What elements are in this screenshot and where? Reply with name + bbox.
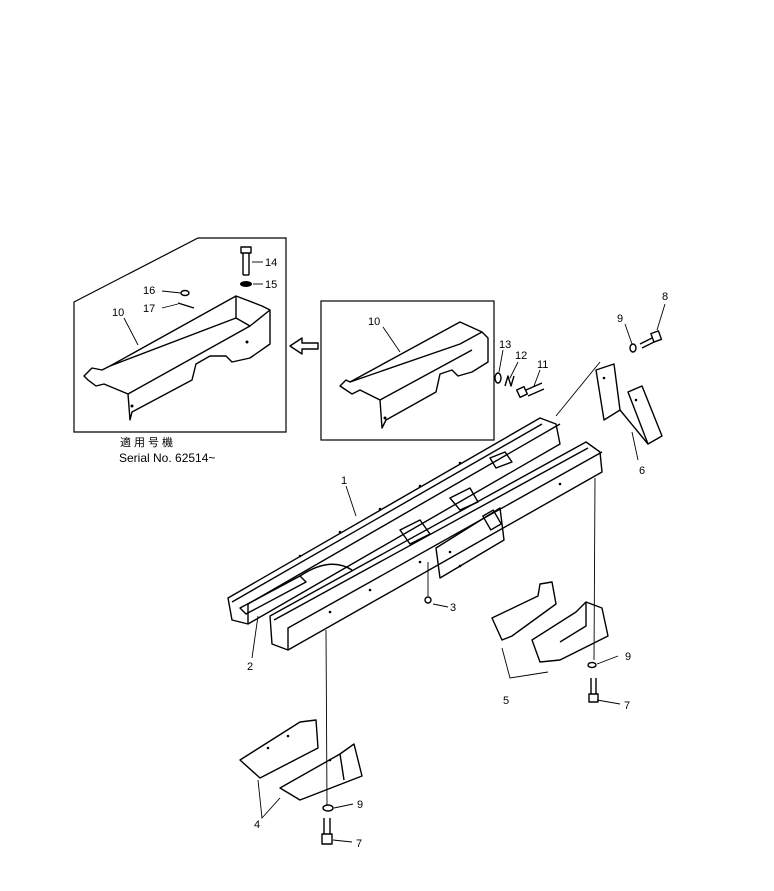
callout-12: 12 [515,350,527,362]
guard-4 [239,719,363,801]
guard-5 [491,581,609,663]
callout-11: 11 [537,359,548,371]
callout-2: 2 [247,661,253,673]
callout-3: 3 [450,602,456,614]
callout-8: 8 [662,291,668,303]
applicability-heading: 適用号機 [120,437,176,449]
callout-7-bottom: 7 [356,838,362,850]
arrow-left-icon [289,337,319,355]
callout-1: 1 [341,475,347,487]
nut-3 [424,596,432,604]
callout-13: 13 [499,339,511,351]
bracket-6 [595,363,663,445]
washer-9-right [587,661,597,669]
washer-9-top [629,343,637,353]
serial-number-note: Serial No. 62514~ [119,451,216,465]
callout-15: 15 [265,279,277,291]
track-frame-cover-new [83,295,271,421]
track-frame-cover-old [339,321,489,429]
track-frame-1 [227,417,603,651]
callout-17: 17 [143,303,155,315]
inset-frame-old-cover [320,300,495,441]
bolt-7-bottom [321,818,333,845]
washer-15 [240,281,252,287]
washer-13 [494,372,502,384]
bolt-7-right [588,678,599,703]
leader-lines [123,261,666,843]
callout-9-top: 9 [617,313,623,325]
bolt-8 [639,330,663,349]
inset-frame-new-cover [73,237,287,433]
washer-16 [180,289,190,297]
callout-6: 6 [639,465,645,477]
callout-10-old: 10 [368,316,380,328]
callout-10-new: 10 [112,307,124,319]
callout-14: 14 [265,257,277,269]
callout-16: 16 [143,285,155,297]
callout-4: 4 [254,819,260,831]
bolt-11 [515,382,545,399]
bolt-14 [240,246,252,276]
pin-17 [177,302,195,309]
callout-7-right: 7 [624,700,630,712]
callout-labels: 14 15 16 17 10 10 13 12 11 8 9 6 1 2 3 9… [112,257,668,850]
washer-9-bottom [322,804,334,812]
spring-washer-12 [504,375,515,387]
guard-2 [239,563,353,615]
callout-9-bottom: 9 [357,799,363,811]
callout-9-right: 9 [625,651,631,663]
callout-5: 5 [503,695,509,707]
